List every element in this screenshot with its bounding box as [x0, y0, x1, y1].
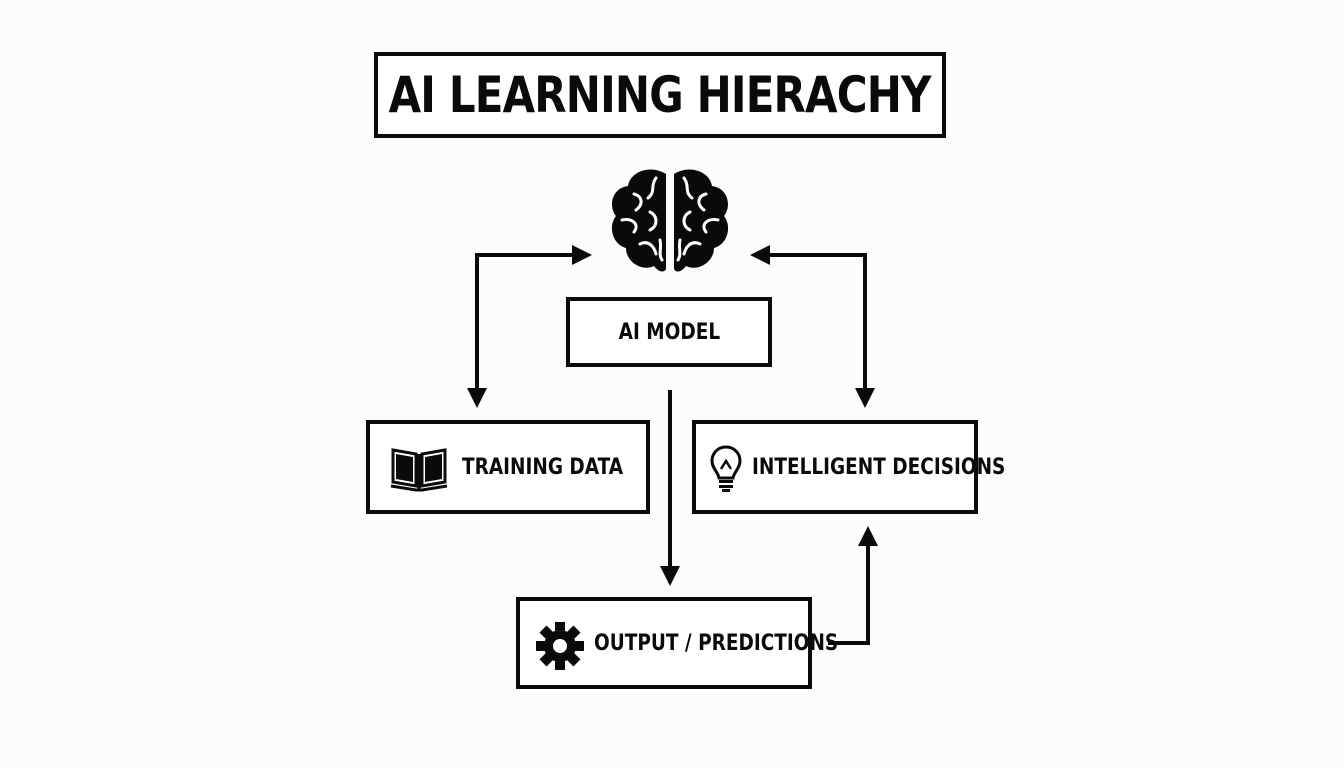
diagram-title: AI LEARNING HIERACHY	[389, 66, 932, 124]
node-output-predictions-label: OUTPUT / PREDICTIONS	[594, 630, 839, 656]
edge-model-training	[467, 245, 592, 408]
gear-icon	[536, 622, 584, 670]
title-box: AI LEARNING HIERACHY	[374, 52, 946, 138]
node-intelligent-decisions: INTELLIGENT DECISIONS	[692, 420, 1005, 514]
edge-output-decisions	[828, 526, 878, 645]
node-ai-model-label: AI MODEL	[618, 319, 720, 345]
node-ai-model: AI MODEL	[566, 297, 772, 367]
node-training-data: TRAINING DATA	[366, 420, 650, 514]
edge-model-decisions	[750, 245, 875, 408]
open-book-icon	[390, 448, 448, 492]
node-output-predictions: OUTPUT / PREDICTIONS	[516, 597, 838, 689]
brain-icon	[611, 169, 729, 272]
node-intelligent-decisions-label: INTELLIGENT DECISIONS	[752, 454, 1006, 480]
lightbulb-icon	[710, 445, 742, 492]
node-training-data-label: TRAINING DATA	[462, 454, 624, 480]
